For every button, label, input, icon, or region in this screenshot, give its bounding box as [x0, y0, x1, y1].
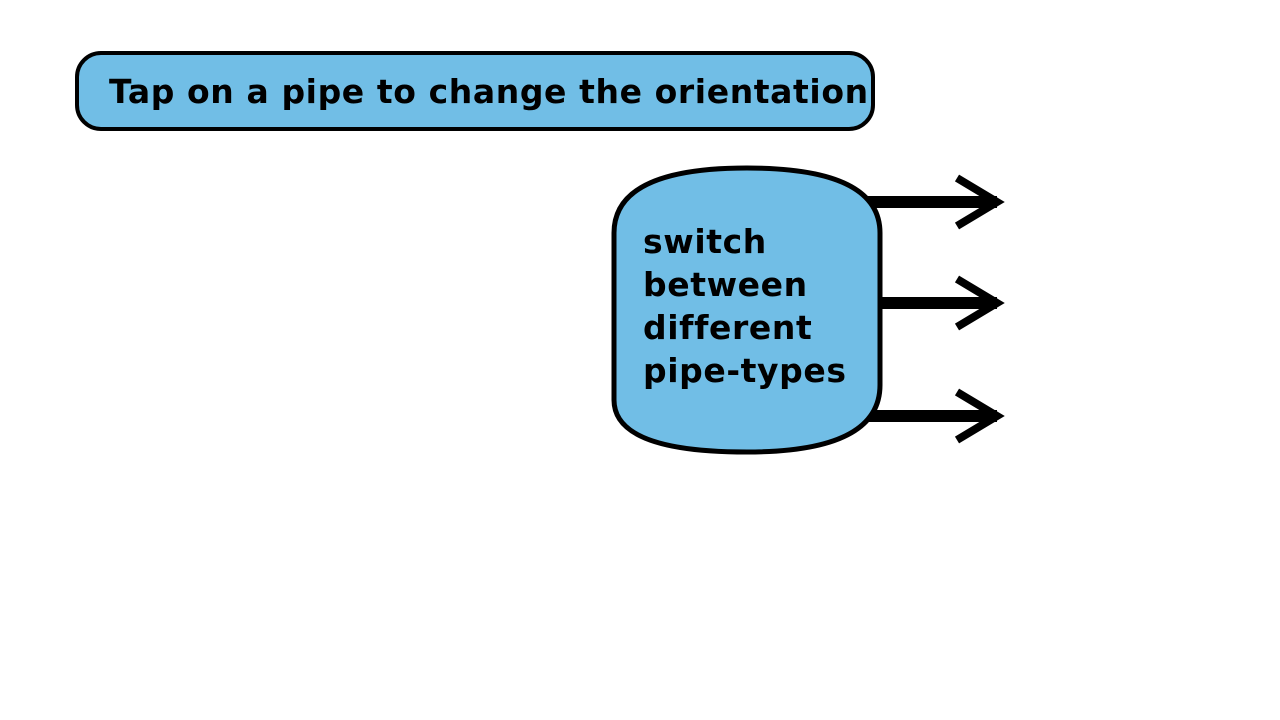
switch-panel [611, 165, 883, 455]
orientation-hint-banner: Tap on a pipe to change the orientation [75, 51, 875, 131]
pipe-type-switch[interactable]: switch between different pipe-types [605, 160, 1015, 460]
switch-label: switch between different pipe-types [643, 222, 847, 390]
orientation-hint-text: Tap on a pipe to change the orientation [109, 71, 869, 111]
pipe-switch-graphic [611, 165, 1005, 455]
